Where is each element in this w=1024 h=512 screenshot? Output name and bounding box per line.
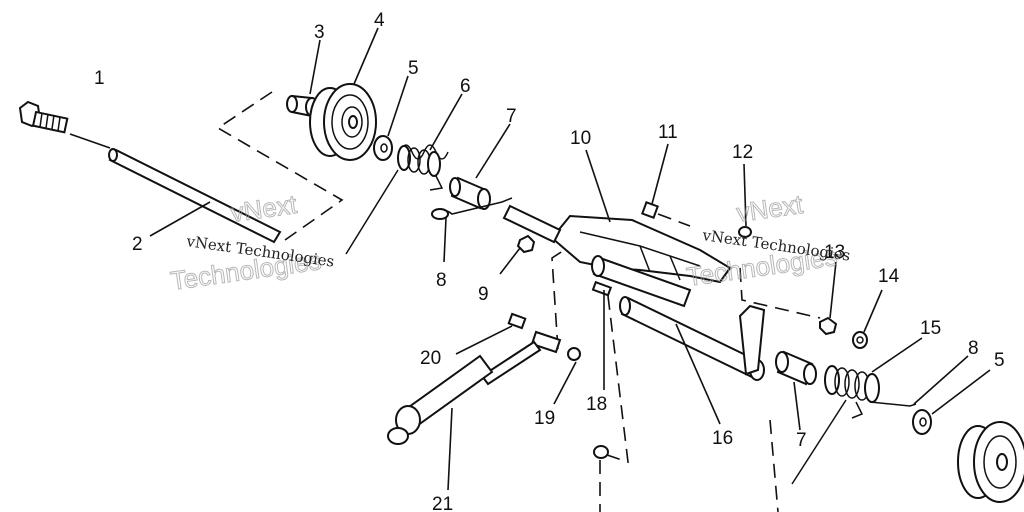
callout-12: 12 (732, 142, 753, 163)
callout-3: 3 (314, 22, 325, 43)
callout-labels: 1 2 3 4 5 6 7 8 9 10 11 12 13 14 15 16 7… (94, 10, 1005, 512)
callout-7-right: 7 (796, 430, 807, 451)
nut-part-14 (852, 331, 868, 349)
callout-13: 13 (824, 242, 845, 263)
callout-11: 11 (658, 122, 678, 143)
callout-5-right: 5 (994, 350, 1005, 371)
spacer-part-7-right (775, 350, 817, 386)
washer-part-5-right (912, 409, 932, 435)
assembly-guide-lines (216, 91, 821, 512)
shock-absorber-part-21 (387, 330, 562, 445)
pulley-wheel-part-4-right (957, 421, 1024, 503)
watermark-big-line: vNext (229, 189, 300, 228)
pin-near-10 (502, 204, 562, 244)
callout-15: 15 (920, 318, 941, 339)
nut-part-13 (819, 316, 838, 336)
washer-bottom (593, 445, 609, 459)
callout-8-right: 8 (968, 338, 979, 359)
callout-4: 4 (374, 10, 385, 31)
bolt-part-18 (591, 280, 613, 297)
spacer-part-7 (449, 176, 491, 210)
nut-part-9 (516, 234, 536, 254)
callout-19: 19 (534, 408, 555, 429)
callout-14: 14 (878, 266, 900, 287)
callout-6: 6 (460, 76, 471, 97)
callout-18: 18 (586, 394, 607, 415)
callout-10: 10 (570, 128, 591, 149)
pulley-wheel-part-4 (309, 83, 377, 161)
clip-part-8-right (869, 401, 917, 407)
bolt-part-1 (18, 100, 69, 134)
callout-5: 5 (408, 58, 419, 79)
callout-1: 1 (94, 68, 105, 89)
callout-8: 8 (436, 270, 447, 291)
callout-20: 20 (420, 348, 441, 369)
washer-part-5 (373, 135, 393, 161)
callout-9: 9 (478, 284, 489, 305)
callout-2: 2 (132, 234, 143, 255)
bushing-part-3 (286, 94, 319, 118)
bolt-part-11 (641, 201, 691, 227)
clip-part-8 (431, 197, 513, 220)
sleeve-part-19 (567, 347, 581, 361)
callout-16: 16 (712, 428, 733, 449)
cross-shaft-part-16 (591, 255, 766, 381)
bolt-part-12 (738, 226, 752, 238)
pin-part-20 (507, 312, 527, 330)
callout-7: 7 (506, 106, 517, 127)
callout-21: 21 (432, 494, 453, 512)
torsion-spring-part-6 (345, 144, 449, 255)
leader-lines (149, 27, 991, 491)
shaft-part-2 (108, 148, 282, 244)
